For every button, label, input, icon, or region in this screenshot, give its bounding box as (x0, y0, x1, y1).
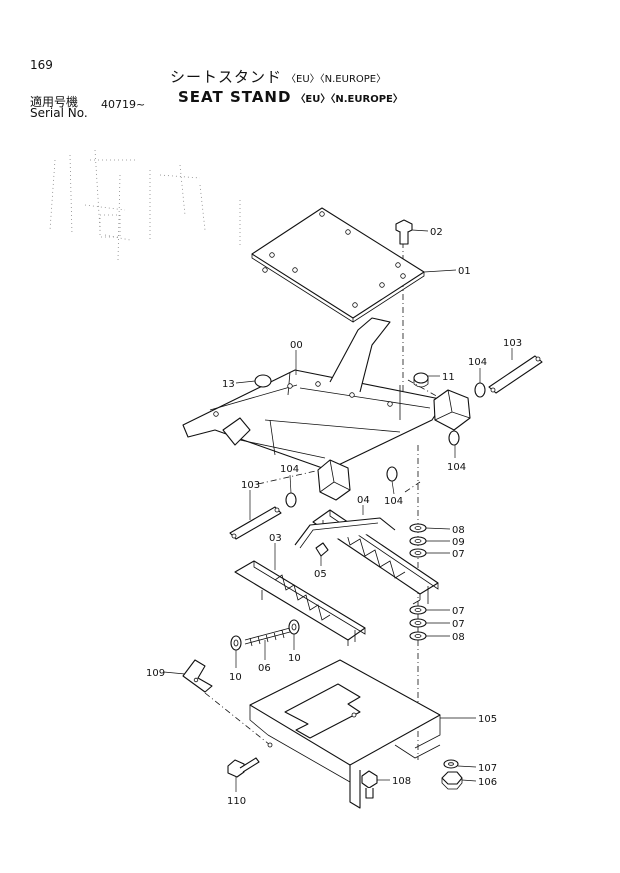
callout-leader-lines (163, 229, 513, 792)
title-en-text: SEAT STAND (178, 88, 292, 106)
serial-label-en: Serial No. (30, 106, 88, 120)
callout-09: 09 (452, 537, 465, 548)
callout-110: 110 (227, 796, 246, 807)
callout-07-upper: 07 (452, 549, 465, 560)
callout-06: 06 (258, 663, 271, 674)
machine-location-sketch (49, 149, 241, 261)
washer-107 (443, 759, 459, 769)
bracket-109 (182, 659, 213, 693)
nut-106 (441, 771, 463, 790)
title-japanese: シートスタンド〈EU〉〈N.EUROPE〉 (170, 66, 386, 87)
callout-103-left: 103 (241, 480, 260, 491)
callout-00: 00 (290, 340, 303, 351)
callout-106: 106 (478, 777, 497, 788)
title-en-variant: 〈EU〉〈N.EUROPE〉 (295, 94, 403, 105)
washers-10 (230, 619, 300, 651)
snap-rings-104 (285, 382, 486, 508)
callout-labels: 02 01 00 13 11 103 104 104 104 104 103 0… (146, 227, 522, 807)
callout-107: 107 (478, 763, 497, 774)
serial-value: 40719~ (101, 98, 146, 111)
callout-104-left: 104 (280, 464, 299, 475)
lever-05 (294, 517, 396, 557)
callout-01: 01 (458, 266, 471, 277)
bolt-02 (395, 219, 413, 245)
callout-05: 05 (314, 569, 327, 580)
washer-stack-lower (409, 605, 427, 641)
callout-02: 02 (430, 227, 443, 238)
callout-07-lower-a: 07 (452, 606, 465, 617)
callout-109: 109 (146, 668, 165, 679)
callout-104-center: 104 (384, 496, 403, 507)
cap-11 (413, 372, 429, 388)
bolt-110 (227, 757, 260, 778)
plug-13 (254, 374, 272, 388)
spring-06 (244, 627, 291, 647)
bolt-108 (361, 770, 378, 799)
callout-11: 11 (442, 372, 455, 383)
callout-10-right: 10 (288, 653, 301, 664)
stand-base-105 (249, 659, 441, 809)
washer-stack-upper (409, 523, 427, 558)
callout-13: 13 (222, 379, 235, 390)
title-jp-text: シートスタンド (170, 68, 283, 86)
callout-08-lower: 08 (452, 632, 465, 643)
page-number: 169 (30, 58, 53, 72)
title-jp-variant: 〈EU〉〈N.EUROPE〉 (286, 74, 387, 85)
callout-105: 105 (478, 714, 497, 725)
callout-108: 108 (392, 776, 411, 787)
callout-04: 04 (357, 495, 370, 506)
pin-103-right (488, 355, 543, 394)
callout-08-upper: 08 (452, 525, 465, 536)
callout-07-lower-b: 07 (452, 619, 465, 630)
callout-10-left: 10 (229, 672, 242, 683)
pin-103-left (229, 506, 282, 540)
seat-stand-frame (182, 317, 471, 501)
top-plate (251, 207, 425, 323)
serial-label-jp: 適用号機 (30, 95, 79, 109)
callout-03: 03 (269, 533, 282, 544)
rail-03 (234, 560, 366, 646)
callout-104-right: 104 (468, 357, 487, 368)
callout-104-lower-right: 104 (447, 462, 466, 473)
title-english: SEAT STAND〈EU〉〈N.EUROPE〉 (178, 88, 403, 106)
callout-103-right: 103 (503, 338, 522, 349)
